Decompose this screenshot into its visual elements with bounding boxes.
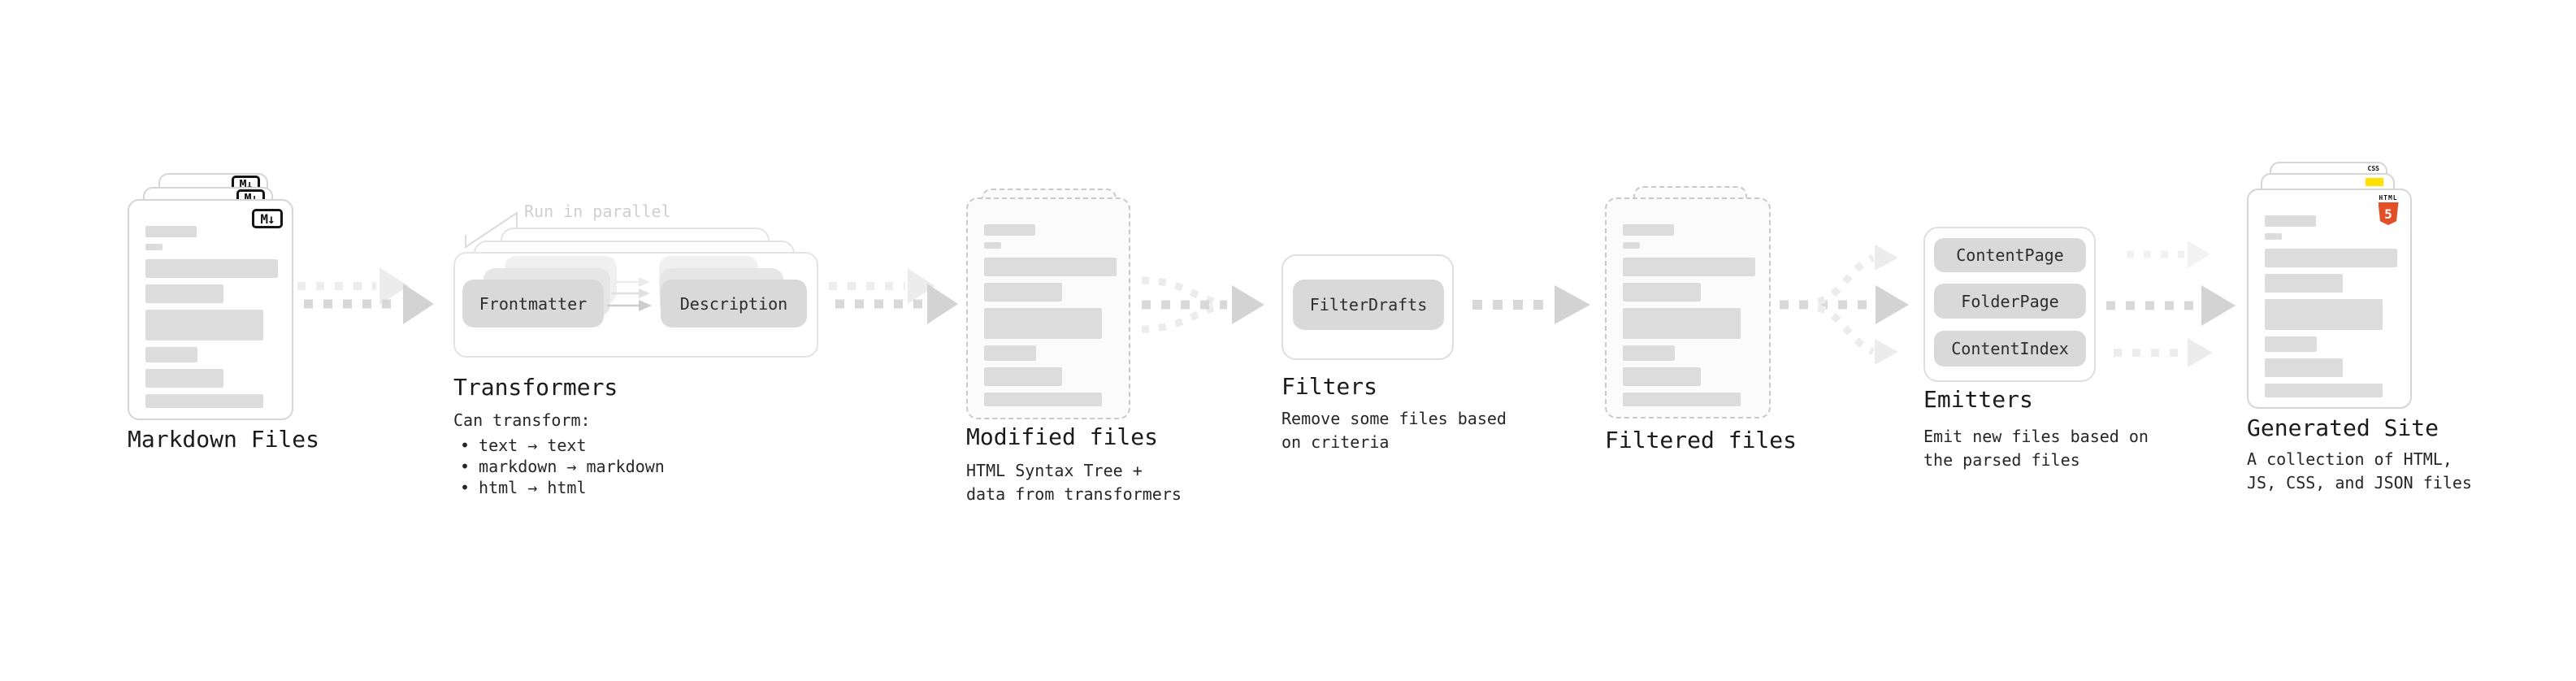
filtered-files-title: Filtered files <box>1605 427 1798 453</box>
filtered-file-card-front <box>1605 197 1771 419</box>
transformers-description-heading: Can transform: <box>453 410 591 430</box>
html5-icon-shield: 5 <box>2378 202 2399 225</box>
transformers-capability-list: • text → text • markdown → markdown • ht… <box>453 435 665 498</box>
html5-icon-label: HTML <box>2379 194 2398 202</box>
arrow-markdown-to-transformers <box>297 267 434 324</box>
transformers-title: Transformers <box>453 374 618 401</box>
generated-site-subtitle: A collection of HTML, JS, CSS, and JSON … <box>2247 448 2472 495</box>
contentindex-pill: ContentIndex <box>1934 331 2086 367</box>
subtitle-line: data from transformers <box>966 484 1182 504</box>
arrow-filtered-to-emitters <box>1780 245 1909 365</box>
bullet-dot: • <box>460 478 471 497</box>
modified-file-card-front <box>966 197 1130 419</box>
annotation-leader-line <box>465 211 518 249</box>
document-skeleton <box>984 224 1117 413</box>
parallel-transform-arrow-front <box>607 300 652 311</box>
document-skeleton <box>2265 215 2397 404</box>
list-item: • html → html <box>453 477 665 498</box>
modified-files-title: Modified files <box>966 423 1159 450</box>
subtitle-line: HTML Syntax Tree + <box>966 461 1143 480</box>
parallel-transform-arrow-middle <box>611 288 650 298</box>
frontmatter-pill: Frontmatter <box>462 280 604 327</box>
generated-file-card-front: HTML 5 <box>2247 189 2412 409</box>
filters-title: Filters <box>1281 373 1378 400</box>
subtitle-line: JS, CSS, and JSON files <box>2247 473 2472 492</box>
folderpage-pill: FolderPage <box>1934 284 2086 319</box>
emitters-subtitle: Emit new files based on the parsed files <box>1923 425 2149 472</box>
modified-files-subtitle: HTML Syntax Tree + data from transformer… <box>966 459 1182 506</box>
markdown-files-label: Markdown Files <box>128 426 320 453</box>
subtitle-line: on criteria <box>1281 432 1390 452</box>
filters-subtitle: Remove some files based on criteria <box>1281 407 1507 454</box>
list-item: • markdown → markdown <box>453 456 665 477</box>
document-skeleton <box>1623 224 1755 413</box>
arrow-transformers-to-modified <box>829 268 958 324</box>
generated-site-title: Generated Site <box>2247 414 2439 441</box>
emitters-title: Emitters <box>1923 386 2033 413</box>
subtitle-line: Emit new files based on <box>1923 427 2149 446</box>
subtitle-line: Remove some files based <box>1281 409 1507 428</box>
arrow-modified-to-filters <box>1141 276 1264 333</box>
description-pill: Description <box>661 280 807 327</box>
contentpage-pill: ContentPage <box>1934 238 2086 272</box>
markdown-file-card-front: M↓ <box>128 199 293 420</box>
bullet-dot: • <box>460 436 471 455</box>
arrow-emitters-to-generated <box>2106 241 2236 367</box>
subtitle-line: the parsed files <box>1923 450 2080 470</box>
html5-icon: HTML 5 <box>2376 194 2400 225</box>
subtitle-line: A collection of HTML, <box>2247 449 2452 469</box>
bullet-dot: • <box>460 457 471 476</box>
bullet-text: html → html <box>479 478 587 497</box>
javascript-icon <box>2366 178 2383 186</box>
document-skeleton <box>145 226 278 414</box>
list-item: • text → text <box>453 435 665 456</box>
bullet-text: markdown → markdown <box>479 457 665 476</box>
filterdrafts-pill: FilterDrafts <box>1293 280 1444 330</box>
bullet-text: text → text <box>479 436 587 455</box>
run-in-parallel-note: Run in parallel <box>524 202 671 221</box>
markdown-icon: M↓ <box>252 209 283 228</box>
arrow-filters-to-filtered <box>1472 285 1590 324</box>
parallel-transform-arrow-back <box>615 277 650 287</box>
